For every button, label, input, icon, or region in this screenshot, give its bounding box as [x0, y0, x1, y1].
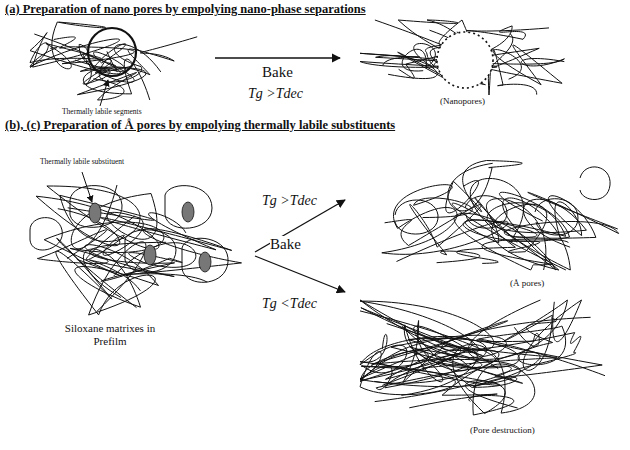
polymer-chain [446, 161, 523, 213]
angstrom-pores [395, 167, 610, 235]
polymer-chain [30, 22, 106, 69]
siloxane-cages [30, 186, 228, 283]
leader-line [100, 80, 108, 106]
annotation: Thermally labile segments [62, 108, 142, 117]
polymer-chain [442, 317, 605, 377]
polymer-chain [504, 192, 618, 239]
polymer-chain [382, 185, 508, 262]
result-label: (Nanopores) [440, 96, 485, 106]
polymer-chain [360, 300, 496, 361]
process-arrow [215, 57, 340, 58]
process-label: Bake [262, 64, 293, 81]
process-label: Bake [270, 236, 301, 253]
condition-label: Tg >Tdec [248, 86, 303, 102]
section-title: (a) Preparation of nano pores by empolyi… [5, 2, 366, 16]
result-label: (Å pores) [510, 278, 544, 288]
condition-label: Tg >Tdec [262, 193, 317, 209]
polymer-chain [36, 186, 159, 249]
result-label: (Pore destruction) [470, 425, 535, 435]
labile-domain [88, 28, 136, 76]
nanopore [437, 32, 493, 88]
material-label: Siloxane matrixes in Prefilm [55, 322, 165, 347]
annotation: Thermally labile substituent [40, 158, 124, 167]
polymer-chain [468, 300, 581, 370]
process-arrow [255, 256, 345, 292]
polymer-chain [360, 321, 520, 395]
polymer-chain [403, 321, 557, 383]
polymer-chain [360, 336, 477, 395]
polymer-chain [101, 213, 242, 282]
section-title: (b), (c) Preparation of Å pores by empol… [5, 118, 395, 132]
polymer-chains [30, 20, 619, 415]
condition-label: Tg <Tdec [262, 296, 317, 312]
labile-substituents [89, 202, 211, 272]
polymer-chain [457, 178, 537, 263]
